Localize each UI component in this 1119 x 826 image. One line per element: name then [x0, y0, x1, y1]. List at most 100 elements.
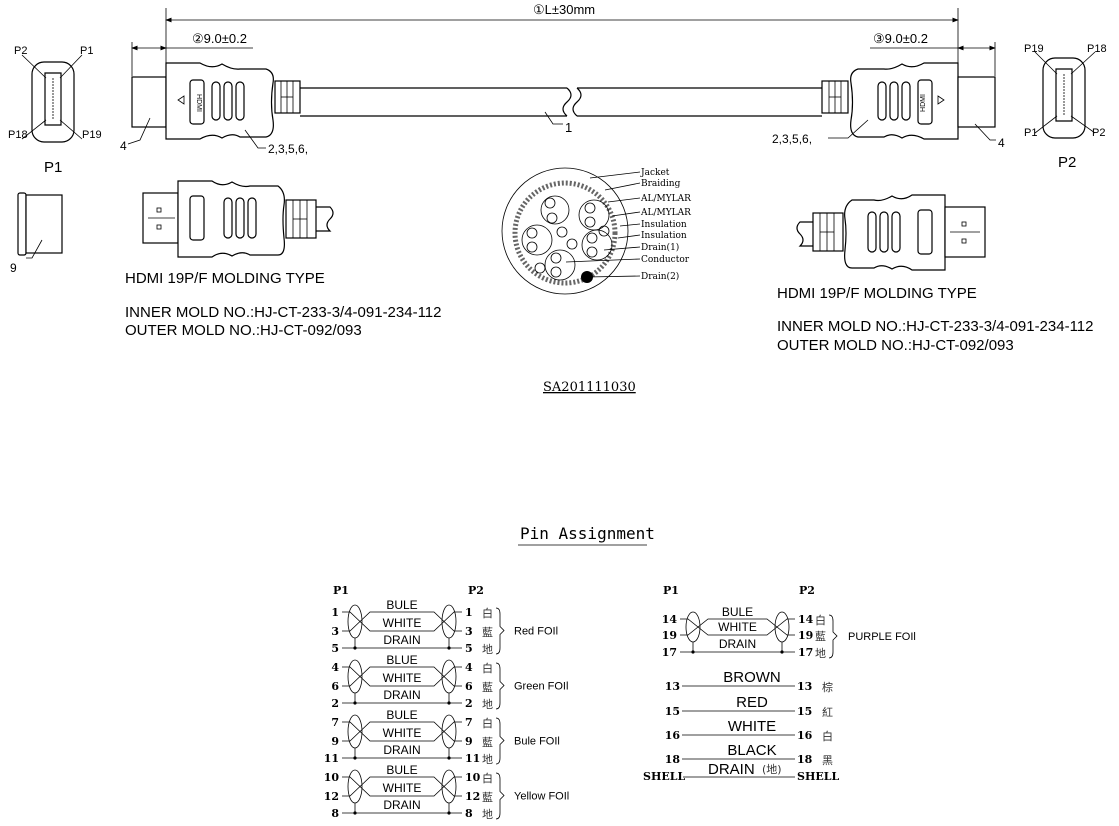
p2-pin-number: 18 [797, 753, 813, 766]
junction-dot [691, 650, 695, 654]
p2-face-pin-p19: P19 [1024, 43, 1044, 55]
wire-label: BLUE [386, 653, 417, 667]
p1-header: P1 [663, 584, 679, 597]
p2-face-pin-p2: P2 [1092, 127, 1105, 139]
left-connector: HDMI [131, 62, 301, 140]
junction-dot [447, 646, 451, 650]
cross-section-label: Jacket [640, 168, 670, 178]
p1-pin-number: 11 [324, 752, 339, 765]
leader-line [604, 182, 641, 191]
leader-line [619, 223, 641, 227]
wire-color-cn: 藍 [482, 626, 493, 639]
cross-section-label: Insulation [641, 220, 687, 230]
p1-face-pin-p18: P18 [8, 129, 28, 141]
left-outer-mold-no: OUTER MOLD NO.:HJ-CT-092/093 [125, 322, 362, 339]
p1-face-pin-p1: P1 [80, 45, 93, 57]
p2-pin-number: 14 [798, 613, 814, 626]
cross-section-label: Conductor [641, 255, 690, 265]
leader-line [586, 275, 641, 278]
p2-pin-number: 17 [798, 646, 813, 659]
foil-label: Red FOIl [514, 626, 558, 638]
junction-dot [447, 701, 451, 705]
drain-note: (地) [762, 763, 782, 776]
foil-brace [495, 662, 505, 710]
wire-color-cn: 白 [482, 771, 493, 785]
foil-label: Bule FOIl [514, 736, 560, 748]
p1-pin-number: 5 [331, 642, 339, 655]
dust-cap: 9 [10, 192, 63, 275]
cap-callout: 9 [10, 261, 17, 275]
wire [342, 776, 462, 797]
p1-pin-number: 2 [331, 697, 339, 710]
dimension-length: ①L±30mm [165, 2, 959, 70]
p2-pin-number: 1 [465, 606, 473, 619]
wire [342, 721, 462, 742]
p1-pin-number: 1 [331, 606, 339, 619]
p2-pin-number: 16 [797, 729, 813, 742]
p2-pin-number: 15 [797, 705, 812, 718]
wire-color-cn: 地 [482, 698, 493, 711]
wire-label: DRAIN [719, 637, 756, 651]
leader-line [607, 197, 641, 203]
cross-section-labels: JacketBraidingAL/MYLARAL/MYLARInsulation… [565, 168, 691, 282]
left-plug-dimension-label: ②9.0±0.2 [192, 31, 247, 46]
p1-face-pin-p19: P19 [82, 129, 102, 141]
wire-label: BULE [386, 763, 417, 777]
wire-color-cn: 紅 [822, 706, 833, 719]
p1-pin-number: 3 [331, 625, 339, 638]
p2-face-pin-p18: P18 [1087, 43, 1107, 55]
p1-pin-number: 12 [324, 790, 339, 803]
cross-section-label: AL/MYLAR [640, 208, 691, 218]
p2-pin-number: 10 [465, 771, 481, 784]
p2-pin-number: 6 [465, 680, 473, 693]
right-connector-front-view [796, 194, 986, 271]
right-inner-mold-no: INNER MOLD NO.:HJ-CT-233-3/4-091-234-112 [777, 318, 1094, 335]
right-metal-plug [957, 76, 996, 128]
left-inner-mold-no: INNER MOLD NO.:HJ-CT-233-3/4-091-234-112 [125, 304, 442, 321]
wire-color-cn: 地 [482, 753, 493, 766]
cross-section-label: Drain(2) [641, 271, 679, 282]
p1-face-pin-p2: P2 [14, 45, 27, 57]
p2-pin-number: 7 [465, 716, 473, 729]
leader-line [603, 246, 641, 251]
p1-face-view: P2 P1 P18 P19 P1 [8, 45, 102, 176]
wire-label: WHITE [728, 718, 776, 735]
p1-pin-number: 19 [662, 629, 677, 642]
foil-label: Yellow FOIl [514, 791, 569, 803]
right-outer-mold-no: OUTER MOLD NO.:HJ-CT-092/093 [777, 337, 1014, 354]
right-plug-dimension-label: ③9.0±0.2 [873, 31, 928, 46]
p2-pin-number: 13 [797, 680, 812, 693]
wire-color-cn: 地 [815, 647, 826, 660]
wire-label: BROWN [723, 669, 781, 686]
wire [342, 721, 462, 742]
foil-brace [495, 607, 505, 655]
wire-color-cn: 藍 [815, 630, 826, 643]
left-plug-callout: 4 [120, 139, 127, 153]
p2-face-view: P19 P18 P1 P2 P2 [1024, 43, 1107, 171]
junction-dot [780, 650, 784, 654]
junction-dot [353, 756, 357, 760]
wire-label: WHITE [383, 726, 422, 740]
wire-label: BULE [386, 598, 417, 612]
wire-label: BULE [386, 708, 417, 722]
right-molding-type: HDMI 19P/F MOLDING TYPE [777, 285, 977, 302]
p2-pin-number: 11 [465, 752, 480, 765]
wire-color-cn: 藍 [482, 736, 493, 749]
p2-shell: SHELL [797, 770, 839, 783]
wire-color-cn: 白 [815, 613, 826, 627]
svg-text:HDMI: HDMI [920, 94, 927, 112]
p1-pin-number: 4 [331, 661, 339, 674]
wire-label: DRAIN [708, 761, 755, 778]
p2-pin-number: 3 [465, 625, 473, 638]
p2-header: P2 [468, 584, 484, 597]
p1-pin-number: 6 [331, 680, 339, 693]
foil-brace [495, 717, 505, 765]
